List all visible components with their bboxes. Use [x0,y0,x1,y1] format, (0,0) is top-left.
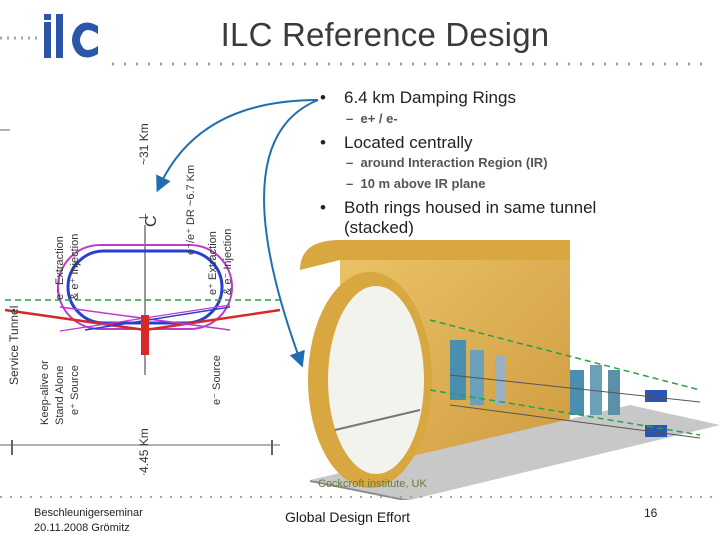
e-plus-injection-label: & e⁺ Injection [69,234,81,300]
svg-text:ilc: ilc [40,12,41,13]
centerline-sub-label: L [138,213,149,219]
e-minus-injection-label: & e⁻ Injection [222,229,234,295]
bullet-marker: • [320,88,326,107]
bullet-marker: • [320,198,326,217]
image-credit: Cockcroft institute, UK [318,478,427,490]
bullet-item: • 6.4 km Damping Rings [320,88,516,108]
footer-divider [0,496,720,498]
sub-bullet-item: – around Interaction Region (IR) [346,155,548,170]
dr-length-label: e⁻/e⁺ DR ~6.7 Km [185,165,197,255]
ilc-logo: ilc [40,12,98,58]
damping-ring-diagram: Service Tunnel e⁻ Extraction & e⁺ Inject… [0,123,285,475]
service-tunnel-label: Service Tunnel [7,306,21,385]
sub-bullet-text: around Interaction Region (IR) [360,155,548,170]
sub-bullet-item: – 10 m above IR plane [346,176,485,191]
header-dotted-line [112,62,712,66]
keepalive-label-2: Stand Alone [54,366,66,425]
slide-title: ILC Reference Design [220,16,550,53]
bullet-text: Located centrally [344,133,473,152]
bullet-item: • Both rings housed in same tunnel [320,198,596,218]
page-number: 16 [644,506,658,520]
header-dotted-line-left [0,36,40,40]
footer-organization: Global Design Effort [285,509,411,525]
sub-bullet-marker: – [346,176,354,191]
sub-bullet-text: e+ / e- [360,111,398,126]
footer-event: Beschleunigerseminar 20.11.2008 Grömitz [34,506,143,536]
length-31km-label: ~31 Km [137,123,151,165]
centerline-label: C [143,215,160,227]
e-plus-extraction-label: e⁺ Extraction [207,231,219,295]
sub-bullet-text: 10 m above IR plane [360,176,486,191]
sub-bullet-marker: – [346,111,354,126]
bullet-text: Both rings housed in same tunnel [344,198,597,217]
sub-bullet-marker: – [346,155,354,170]
bullet-marker: • [320,133,326,152]
sub-bullet-item: – e+ / e- [346,111,398,126]
tunnel-illustration [300,240,720,500]
length-445km-label: ~4.45 Km [137,428,151,475]
footer-event-date: 20.11.2008 Grömitz [34,522,130,534]
footer-event-name: Beschleunigerseminar [34,507,143,519]
keepalive-label-1: Keep-alive or [39,360,51,425]
keepalive-label-3: e⁺ Source [69,365,81,415]
bullet-item: • Located centrally [320,133,473,153]
bullet-continuation: (stacked) [344,218,414,237]
beamline-equipment [429,319,701,439]
bullet-text: 6.4 km Damping Rings [344,88,516,107]
e-minus-source-label: e⁻ Source [211,355,223,405]
e-minus-extraction-label: e⁻ Extraction [54,236,66,300]
